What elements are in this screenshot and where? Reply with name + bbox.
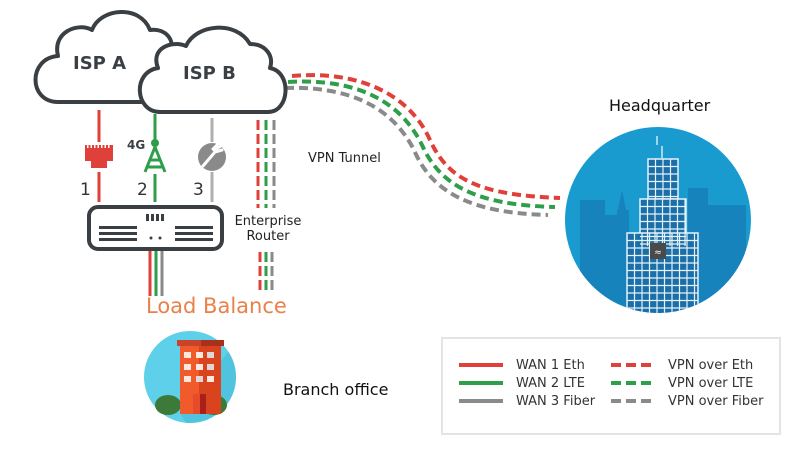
load-balance-label: Load Balance xyxy=(146,294,287,318)
load-balancer-downlinks xyxy=(148,251,164,296)
legend-label: WAN 1 Eth xyxy=(516,357,585,373)
legend: WAN 1 Eth WAN 2 LTE WAN 3 Fiber VPN over… xyxy=(441,337,781,435)
link-1-ethernet xyxy=(85,110,113,202)
headquarter-icon: ≈ xyxy=(565,127,751,313)
legend-item-vpn-lte: VPN over LTE xyxy=(611,375,753,391)
legend-swatch-dashed-fiber xyxy=(611,399,655,403)
lte-4g-badge: 4G xyxy=(127,138,146,152)
vpn-line-lte xyxy=(287,79,556,209)
isp-a-label: ISP A xyxy=(73,53,127,74)
headquarter-label: Headquarter xyxy=(609,96,711,115)
link-3-number: 3 xyxy=(193,180,204,200)
legend-item-vpn-eth: VPN over Eth xyxy=(611,357,753,373)
legend-swatch-dashed-eth xyxy=(611,363,655,367)
vpn-line-eth xyxy=(291,73,561,200)
link-1-number: 1 xyxy=(80,180,91,200)
link-2-number: 2 xyxy=(137,180,148,200)
legend-item-vpn-fiber: VPN over Fiber xyxy=(611,393,763,409)
isp-b-label: ISP B xyxy=(183,63,236,84)
legend-swatch-solid-fiber xyxy=(459,399,503,403)
load-balancer-device xyxy=(87,205,224,251)
legend-label: VPN over Eth xyxy=(668,357,754,373)
link-3-fiber xyxy=(198,118,226,202)
legend-swatch-solid-eth xyxy=(459,363,503,367)
fiber-cable-icon xyxy=(198,142,226,171)
legend-swatch-solid-lte xyxy=(459,381,503,385)
enterprise-router-label-line2: Router xyxy=(246,229,290,244)
enterprise-router-label: Enterprise Router xyxy=(232,214,304,244)
branch-office-icon xyxy=(144,331,236,423)
enterprise-router-downlinks xyxy=(258,252,274,292)
legend-label: VPN over Fiber xyxy=(668,393,764,409)
cell-tower-icon xyxy=(143,139,167,173)
link-2-lte xyxy=(143,114,167,202)
legend-swatch-dashed-lte xyxy=(611,381,655,385)
enterprise-router-uplinks xyxy=(256,120,276,208)
svg-text:≈: ≈ xyxy=(654,248,662,258)
legend-item-wan2: WAN 2 LTE xyxy=(459,375,585,391)
legend-item-wan3: WAN 3 Fiber xyxy=(459,393,595,409)
legend-label: VPN over LTE xyxy=(668,375,754,391)
branch-office-label: Branch office xyxy=(283,380,389,399)
legend-item-wan1: WAN 1 Eth xyxy=(459,357,585,373)
legend-label: WAN 3 Fiber xyxy=(516,393,596,409)
vpn-tunnel xyxy=(284,73,561,217)
isp-b-cloud xyxy=(137,25,288,114)
ethernet-port-icon xyxy=(85,145,113,168)
vpn-tunnel-label: VPN Tunnel xyxy=(308,151,381,166)
enterprise-router-label-line1: Enterprise xyxy=(234,214,302,229)
legend-label: WAN 2 LTE xyxy=(516,375,585,391)
